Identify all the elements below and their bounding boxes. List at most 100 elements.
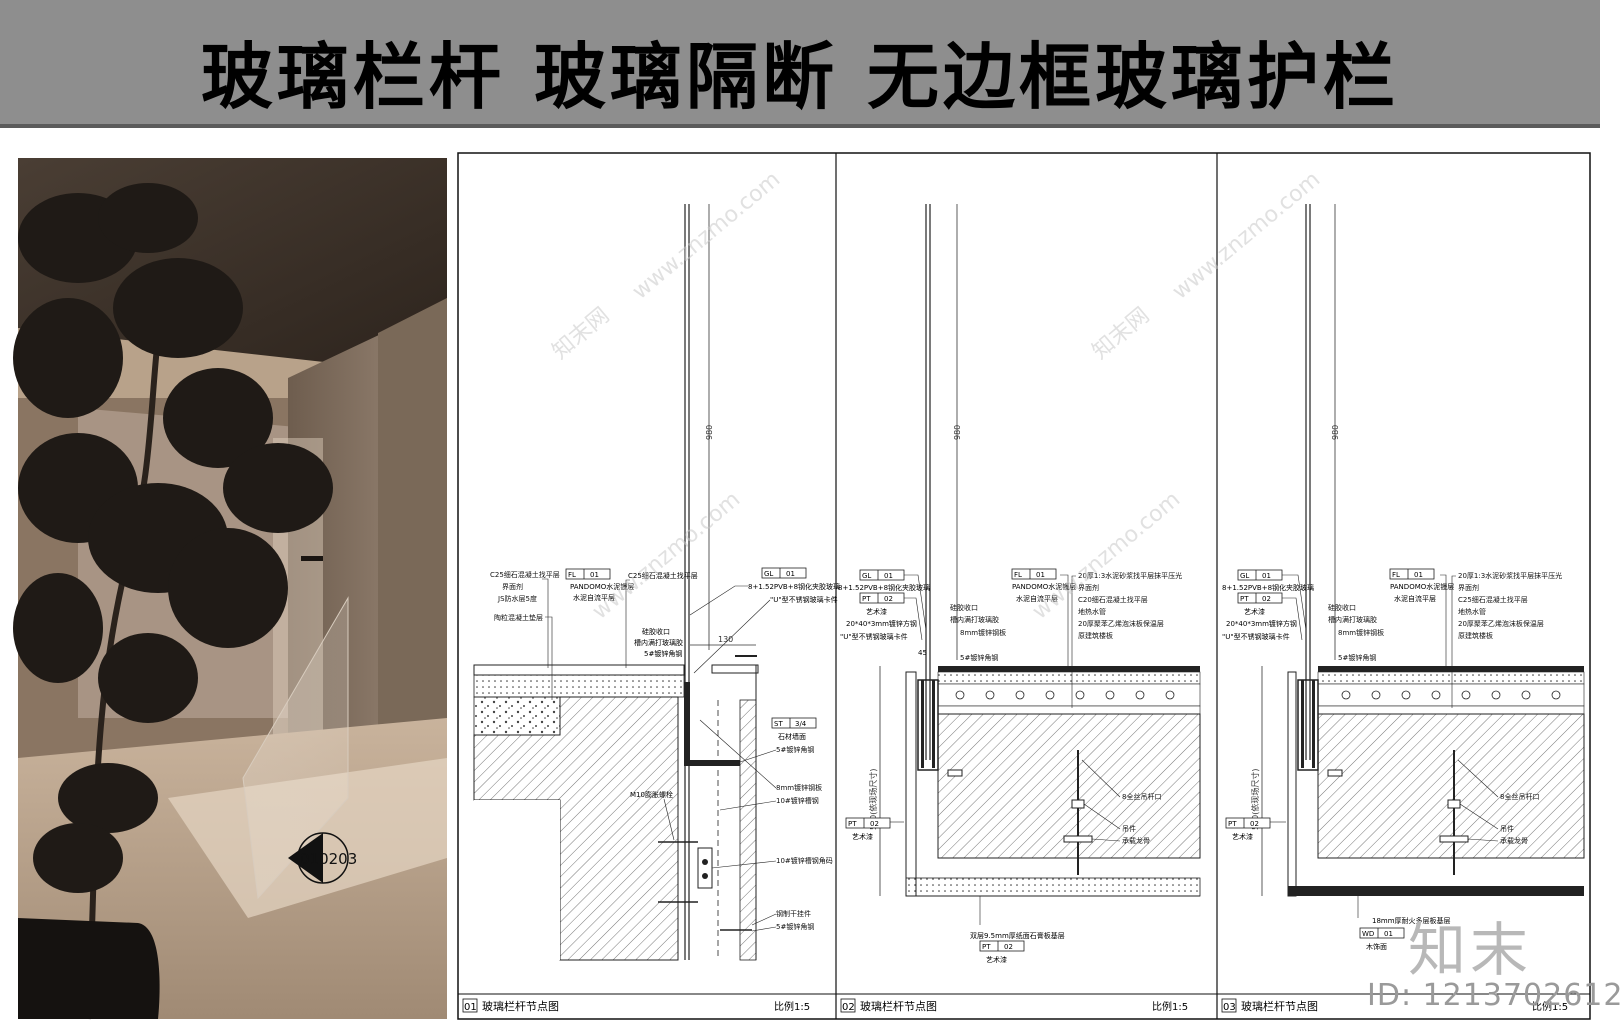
svg-text:www.znzmo.com: www.znzmo.com bbox=[628, 167, 785, 305]
p1-left-3: 陶粒混凝土垫层 bbox=[494, 613, 543, 622]
svg-text:PT: PT bbox=[982, 943, 991, 951]
svg-text:8mm镀锌钢板: 8mm镀锌钢板 bbox=[1338, 628, 1384, 637]
svg-text:20厚聚苯乙烯泡沫板保温层: 20厚聚苯乙烯泡沫板保温层 bbox=[1078, 619, 1164, 628]
svg-text:980: 980 bbox=[953, 425, 962, 440]
caption-02: 玻璃栏杆节点图 bbox=[860, 999, 937, 1013]
svg-text:GL: GL bbox=[764, 570, 773, 578]
svg-text:01: 01 bbox=[884, 572, 893, 580]
svg-text:5#镀锌角钢: 5#镀锌角钢 bbox=[776, 922, 814, 931]
p1-left-2: JS防水层5度 bbox=[497, 594, 537, 603]
svg-text:20厚1:3水泥砂浆找平层抹平压光: 20厚1:3水泥砂浆找平层抹平压光 bbox=[1078, 571, 1182, 580]
svg-text:www.znzmo.com: www.znzmo.com bbox=[588, 487, 745, 625]
svg-text:01: 01 bbox=[1384, 930, 1393, 938]
scale-02: 比例1:5 bbox=[1152, 1000, 1188, 1013]
svg-text:02: 02 bbox=[884, 595, 893, 603]
svg-text:01: 01 bbox=[1036, 571, 1045, 579]
svg-text:5#镀锌角钢: 5#镀锌角钢 bbox=[960, 653, 998, 662]
svg-text:8+1.52PVB+8钢化夹胶玻璃: 8+1.52PVB+8钢化夹胶玻璃 bbox=[1222, 583, 1314, 592]
svg-text:8+1.52PVB+8钢化夹胶玻璃: 8+1.52PVB+8钢化夹胶玻璃 bbox=[838, 583, 930, 592]
svg-text:槽内满打玻璃胶: 槽内满打玻璃胶 bbox=[634, 638, 683, 647]
height-dim: 980 bbox=[705, 425, 714, 440]
watermarks: 知末网 www.znzmo.com 知末网 www.znzmo.com www.… bbox=[548, 167, 1325, 625]
svg-text:20厚聚苯乙烯泡沫板保温层: 20厚聚苯乙烯泡沫板保温层 bbox=[1458, 619, 1544, 628]
svg-text:PANDOMO水泥镘层: PANDOMO水泥镘层 bbox=[570, 582, 634, 591]
svg-text:"U"型不锈钢玻璃卡件: "U"型不锈钢玻璃卡件 bbox=[1222, 632, 1290, 641]
svg-text:FL: FL bbox=[1014, 571, 1022, 579]
svg-text:槽内满打玻璃胶: 槽内满打玻璃胶 bbox=[1328, 615, 1377, 624]
svg-text:PT: PT bbox=[1240, 595, 1249, 603]
svg-text:20厚1:3水泥砂浆找平层抹平压光: 20厚1:3水泥砂浆找平层抹平压光 bbox=[1458, 571, 1562, 580]
interior-rendering: 010203 bbox=[13, 158, 447, 1020]
svg-text:水泥自流平层: 水泥自流平层 bbox=[1016, 594, 1058, 603]
section-marker-label: 010203 bbox=[300, 850, 357, 868]
section-marker bbox=[288, 832, 349, 884]
svg-text:承载龙骨: 承载龙骨 bbox=[1122, 836, 1150, 845]
caption-03: 玻璃栏杆节点图 bbox=[1241, 999, 1318, 1013]
svg-text:地热水管: 地热水管 bbox=[1078, 607, 1106, 616]
svg-text:01: 01 bbox=[590, 571, 599, 579]
svg-text:01: 01 bbox=[786, 570, 795, 578]
svg-text:木饰面: 木饰面 bbox=[1366, 942, 1387, 951]
svg-text:GL: GL bbox=[862, 572, 871, 580]
svg-text:20*40*3mm镀锌方钢: 20*40*3mm镀锌方钢 bbox=[1226, 619, 1297, 628]
p1-left-1: 界面剂 bbox=[502, 582, 523, 591]
svg-text:500(依现场尺寸): 500(依现场尺寸) bbox=[1250, 768, 1260, 830]
svg-text:02: 02 bbox=[842, 1002, 855, 1013]
svg-text:"U"型不锈钢玻璃卡件: "U"型不锈钢玻璃卡件 bbox=[770, 595, 838, 604]
svg-text:8全丝吊杆口: 8全丝吊杆口 bbox=[1122, 792, 1161, 801]
image-id: ID: 1213702612 bbox=[1367, 978, 1623, 1013]
panel-03: 980 500(依现场尺寸) GL 01 8+1.52PVB+8钢化夹胶玻璃 P… bbox=[1221, 204, 1585, 1013]
svg-text:硅胶收口: 硅胶收口 bbox=[950, 603, 978, 612]
svg-text:艺术漆: 艺术漆 bbox=[1244, 607, 1265, 616]
p1-left-0: C25细石混凝土找平层 bbox=[490, 570, 560, 579]
svg-text:原建筑楼板: 原建筑楼板 bbox=[1458, 631, 1493, 640]
svg-text:01: 01 bbox=[464, 1002, 477, 1013]
svg-text:PT: PT bbox=[862, 595, 871, 603]
svg-text:C25细石混凝土找平层: C25细石混凝土找平层 bbox=[1458, 595, 1528, 604]
scale-01: 比例1:5 bbox=[774, 1000, 810, 1013]
svg-text:3/4: 3/4 bbox=[795, 720, 807, 728]
svg-text:知末网: 知末网 bbox=[548, 303, 615, 365]
svg-text:ST: ST bbox=[774, 720, 783, 728]
svg-text:界面剂: 界面剂 bbox=[1078, 583, 1099, 592]
svg-text:03: 03 bbox=[1223, 1002, 1236, 1013]
svg-text:5#镀锌角钢: 5#镀锌角钢 bbox=[1338, 653, 1376, 662]
svg-text:500(依现场尺寸): 500(依现场尺寸) bbox=[868, 768, 878, 830]
svg-text:5#镀锌角钢: 5#镀锌角钢 bbox=[644, 649, 682, 658]
svg-text:硅胶收口: 硅胶收口 bbox=[1328, 603, 1356, 612]
svg-text:FL: FL bbox=[568, 571, 576, 579]
svg-text:02: 02 bbox=[1004, 943, 1013, 951]
title-bar: 玻璃栏杆 玻璃隔断 无边框玻璃护栏 bbox=[0, 0, 1600, 128]
svg-text:www.znzmo.com: www.znzmo.com bbox=[1168, 167, 1325, 305]
dim-130: 130 bbox=[718, 635, 733, 644]
svg-text:槽内满打玻璃胶: 槽内满打玻璃胶 bbox=[950, 615, 999, 624]
svg-text:8+1.52PVB+8钢化夹胶玻璃: 8+1.52PVB+8钢化夹胶玻璃 bbox=[748, 582, 840, 591]
svg-text:艺术漆: 艺术漆 bbox=[986, 955, 1007, 964]
svg-text:原建筑楼板: 原建筑楼板 bbox=[1078, 631, 1113, 640]
caption-01: 玻璃栏杆节点图 bbox=[482, 999, 559, 1013]
svg-text:8mm镀锌钢板: 8mm镀锌钢板 bbox=[960, 628, 1006, 637]
svg-text:18mm厚耐火多层板基层: 18mm厚耐火多层板基层 bbox=[1372, 916, 1451, 925]
svg-text:艺术漆: 艺术漆 bbox=[1232, 832, 1253, 841]
svg-text:02: 02 bbox=[1262, 595, 1271, 603]
svg-text:知末网: 知末网 bbox=[1088, 303, 1155, 365]
svg-text:PT: PT bbox=[848, 820, 857, 828]
svg-text:艺术漆: 艺术漆 bbox=[866, 607, 887, 616]
svg-text:02: 02 bbox=[870, 820, 879, 828]
svg-text:C25细石混凝土找平层: C25细石混凝土找平层 bbox=[628, 571, 698, 580]
svg-text:02: 02 bbox=[1250, 820, 1259, 828]
svg-text:承载龙骨: 承载龙骨 bbox=[1500, 836, 1528, 845]
panel-01: 980 130 C25细石混凝土找平层 界面剂 JS防水层5度 陶粒混凝土垫层 bbox=[462, 204, 840, 1013]
svg-text:艺术漆: 艺术漆 bbox=[852, 832, 873, 841]
page-title: 玻璃栏杆 玻璃隔断 无边框玻璃护栏 bbox=[200, 35, 1400, 119]
svg-text:8全丝吊杆口: 8全丝吊杆口 bbox=[1500, 792, 1539, 801]
svg-text:双层9.5mm厚纸面石膏板基层: 双层9.5mm厚纸面石膏板基层 bbox=[970, 931, 1065, 940]
svg-text:"U"型不锈钢玻璃卡件: "U"型不锈钢玻璃卡件 bbox=[840, 632, 908, 641]
svg-text:地热水管: 地热水管 bbox=[1458, 607, 1486, 616]
svg-text:吊件: 吊件 bbox=[1122, 824, 1136, 833]
svg-text:01: 01 bbox=[1414, 571, 1423, 579]
svg-text:吊件: 吊件 bbox=[1500, 824, 1514, 833]
svg-text:界面剂: 界面剂 bbox=[1458, 583, 1479, 592]
svg-text:WD: WD bbox=[1362, 930, 1374, 938]
